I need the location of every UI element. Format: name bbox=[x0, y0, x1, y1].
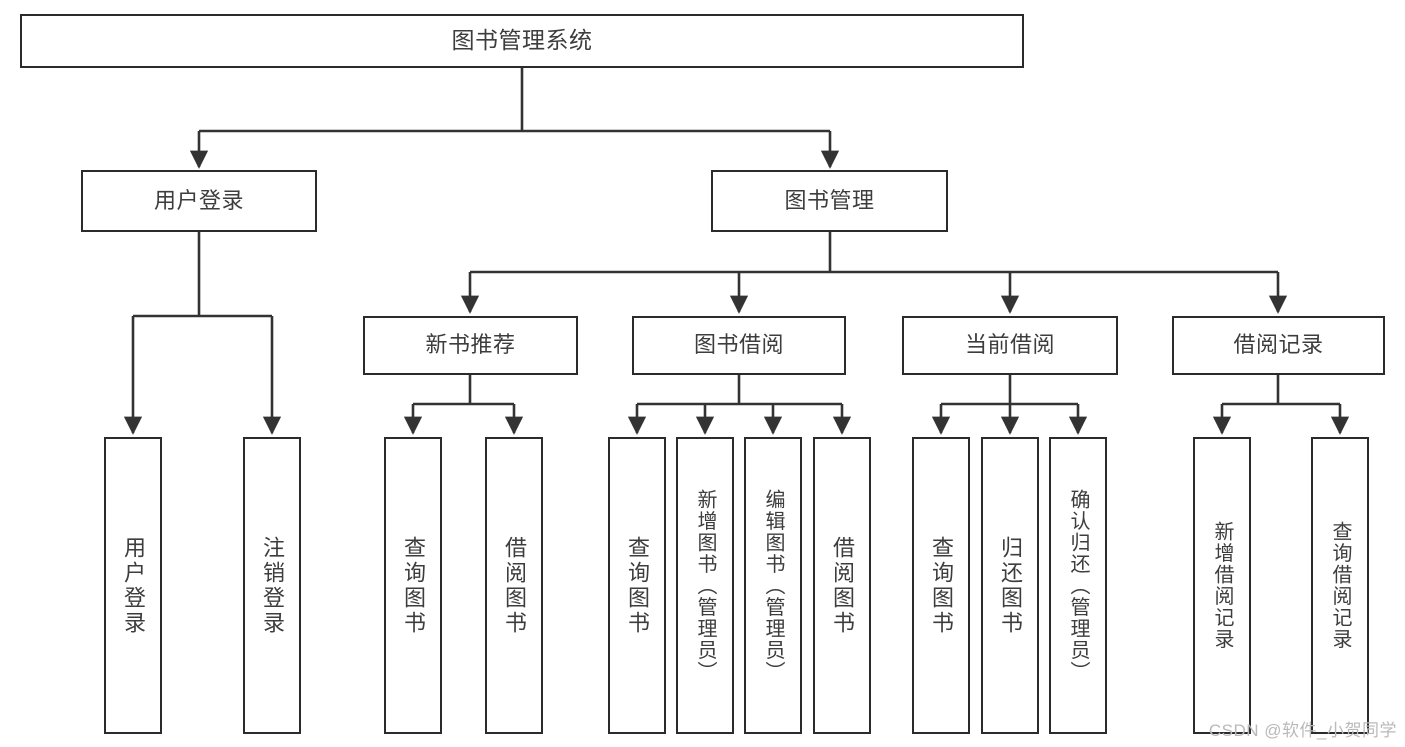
leaf-confirm-return-label: 确认归还（管理员） bbox=[1067, 488, 1089, 683]
leaf-add-record-label: 新增借阅记录 bbox=[1211, 521, 1233, 650]
node-root-label: 图书管理系统 bbox=[451, 27, 593, 54]
node-root[interactable]: 图书管理系统 bbox=[20, 14, 1024, 68]
node-book-borrow-label: 图书借阅 bbox=[693, 332, 784, 358]
node-borrow-record-label: 借阅记录 bbox=[1233, 332, 1324, 358]
leaf-add-book-label: 新增图书（管理员） bbox=[694, 488, 716, 683]
node-book-management[interactable]: 图书管理 bbox=[711, 170, 948, 232]
leaf-user-login-label: 用户登录 bbox=[121, 535, 146, 636]
leaf-query-book-1[interactable]: 查询图书 bbox=[384, 437, 442, 734]
leaf-logout-login-label: 注销登录 bbox=[260, 535, 285, 636]
leaf-logout-login[interactable]: 注销登录 bbox=[243, 437, 301, 734]
leaf-borrow-book-2[interactable]: 借阅图书 bbox=[813, 437, 871, 734]
node-borrow-record[interactable]: 借阅记录 bbox=[1172, 316, 1385, 375]
leaf-query-book-2[interactable]: 查询图书 bbox=[608, 437, 666, 734]
node-new-book-recommend-label: 新书推荐 bbox=[425, 332, 516, 358]
leaf-query-record-label: 查询借阅记录 bbox=[1329, 521, 1351, 650]
node-book-borrow[interactable]: 图书借阅 bbox=[632, 316, 846, 375]
node-current-borrow[interactable]: 当前借阅 bbox=[902, 316, 1118, 375]
leaf-query-book-2-label: 查询图书 bbox=[625, 535, 650, 636]
leaf-add-book[interactable]: 新增图书（管理员） bbox=[676, 437, 734, 734]
leaf-user-login[interactable]: 用户登录 bbox=[104, 437, 162, 734]
leaf-query-book-3[interactable]: 查询图书 bbox=[912, 437, 970, 734]
node-book-management-label: 图书管理 bbox=[784, 187, 875, 213]
leaf-edit-book[interactable]: 编辑图书（管理员） bbox=[744, 437, 802, 734]
leaf-edit-book-label: 编辑图书（管理员） bbox=[762, 488, 784, 683]
node-new-book-recommend[interactable]: 新书推荐 bbox=[363, 316, 578, 375]
leaf-query-book-3-label: 查询图书 bbox=[929, 535, 954, 636]
csdn-watermark: CSDN @软件_小贺同学 bbox=[1208, 721, 1397, 740]
leaf-add-record[interactable]: 新增借阅记录 bbox=[1193, 437, 1251, 734]
node-current-borrow-label: 当前借阅 bbox=[964, 332, 1055, 358]
leaf-query-book-1-label: 查询图书 bbox=[401, 535, 426, 636]
leaf-borrow-book-1-label: 借阅图书 bbox=[502, 535, 527, 636]
node-user-login[interactable]: 用户登录 bbox=[81, 170, 317, 232]
leaf-confirm-return[interactable]: 确认归还（管理员） bbox=[1049, 437, 1107, 734]
leaf-return-book[interactable]: 归还图书 bbox=[981, 437, 1039, 734]
leaf-return-book-label: 归还图书 bbox=[998, 535, 1023, 636]
leaf-borrow-book-2-label: 借阅图书 bbox=[830, 535, 855, 636]
node-user-login-label: 用户登录 bbox=[153, 187, 244, 213]
leaf-query-record[interactable]: 查询借阅记录 bbox=[1311, 437, 1369, 734]
leaf-borrow-book-1[interactable]: 借阅图书 bbox=[485, 437, 543, 734]
